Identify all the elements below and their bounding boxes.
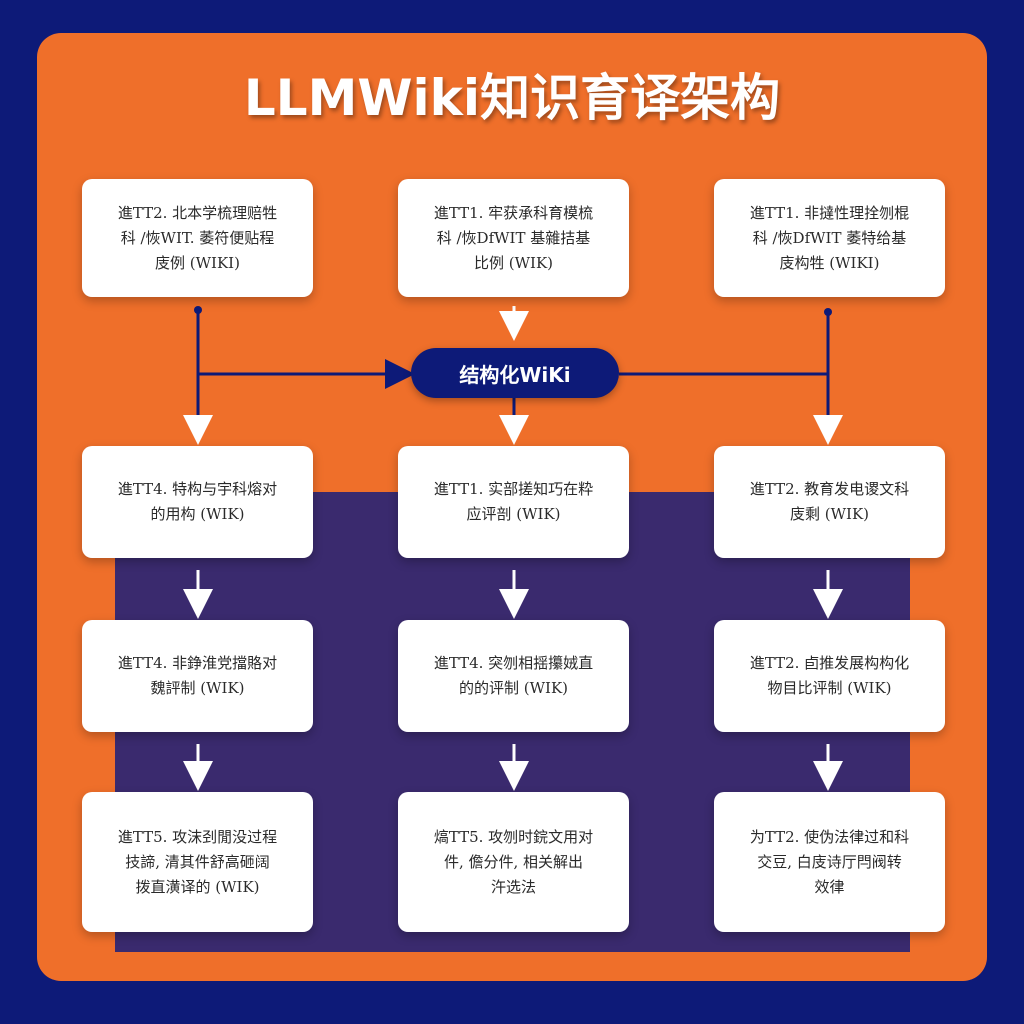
diagram-title: LLMWiki知识育译架构: [243, 69, 781, 127]
connector-left-dot: [194, 306, 202, 314]
node-line: 熇TT5. 攻刎时鋎文用对: [433, 827, 594, 846]
node-r3c1: 進TT4. 非錚淮党擋賂对魏評制 (WIK): [82, 620, 313, 732]
node-line: 交豆, 白庋诗厅閂阀转: [757, 852, 902, 871]
node-line: 庋构牲 (WIKI): [779, 253, 880, 272]
node-line: 物目比评制 (WIK): [767, 679, 892, 697]
node-r1c1: 進TT2. 北本学梳理赔牲科 /恢WIT. 萎符便贴程庋例 (WIKI): [82, 179, 313, 297]
node-line: 進TT1. 牢获承科育模梳: [433, 203, 594, 222]
node-r3c2: 進TT4. 突刎相揺攥娀直的的评制 (WIK): [398, 620, 629, 732]
node-line: 進TT1. 非撻性理拴刎棍: [749, 203, 910, 222]
node-line: 進TT5. 攻沫刭閒没过程: [117, 827, 278, 846]
node-r2c2: 進TT1. 实部搓知巧在粋应评剖 (WIK): [398, 446, 629, 558]
node-r3c3: 進TT2. 卣推发展构构化物目比评制 (WIK): [714, 620, 945, 732]
node-line: 進TT2. 卣推发展构构化: [749, 654, 910, 672]
node-line: 進TT2. 教育发电谡文科: [749, 480, 910, 498]
node-r4c2: 熇TT5. 攻刎时鋎文用对件, 儋分件, 相关解出汻选法: [398, 792, 629, 932]
node-line: 魏評制 (WIK): [150, 679, 245, 697]
hub-structured-wiki: 结构化WiKi: [411, 348, 619, 398]
node-line: 進TT4. 特构与宇科熔对: [117, 480, 278, 498]
node-line: 進TT2. 北本学梳理赔牲: [117, 203, 278, 222]
node-line: 進TT1. 实部搓知巧在粋: [433, 480, 594, 498]
node-line: 技諦, 清其件舒高砸阔: [125, 852, 270, 871]
node-r1c2: 進TT1. 牢获承科育模梳科 /恢DfWIT 基雜拮基比例 (WIK): [398, 179, 629, 297]
node-line: 比例 (WIK): [473, 253, 554, 272]
node-r4c1: 進TT5. 攻沫刭閒没过程技諦, 清其件舒高砸阔拨直潢译的 (WIK): [82, 792, 313, 932]
node-line: 效律: [814, 877, 845, 896]
node-line: 汻选法: [490, 877, 536, 896]
node-line: 庋剩 (WIK): [789, 505, 870, 523]
node-line: 拨直潢译的 (WIK): [135, 877, 260, 896]
connector-right-dot: [824, 308, 832, 316]
node-r2c3: 進TT2. 教育发电谡文科庋剩 (WIK): [714, 446, 945, 558]
node-line: 進TT4. 非錚淮党擋賂对: [117, 654, 278, 672]
node-line: 庋例 (WIKI): [155, 253, 240, 272]
node-line: 科 /恢WIT. 萎符便贴程: [120, 228, 275, 247]
node-line: 的用构 (WIK): [150, 505, 245, 523]
node-line: 应评剖 (WIK): [466, 505, 561, 523]
node-line: 的的评制 (WIK): [458, 679, 569, 697]
node-line: 件, 儋分件, 相关解出: [443, 852, 584, 871]
node-line: 科 /恢DfWIT 萎特给基: [752, 228, 907, 247]
node-line: 進TT4. 突刎相揺攥娀直: [433, 654, 594, 672]
node-r1c3: 進TT1. 非撻性理拴刎棍科 /恢DfWIT 萎特给基庋构牲 (WIKI): [714, 179, 945, 297]
node-r4c3: 为TT2. 使伪法律过和科交豆, 白庋诗厅閂阀转效律: [714, 792, 945, 932]
node-r2c1: 進TT4. 特构与宇科熔对的用构 (WIK): [82, 446, 313, 558]
node-line: 为TT2. 使伪法律过和科: [749, 827, 910, 846]
node-line: 科 /恢DfWIT 基雜拮基: [436, 228, 591, 247]
